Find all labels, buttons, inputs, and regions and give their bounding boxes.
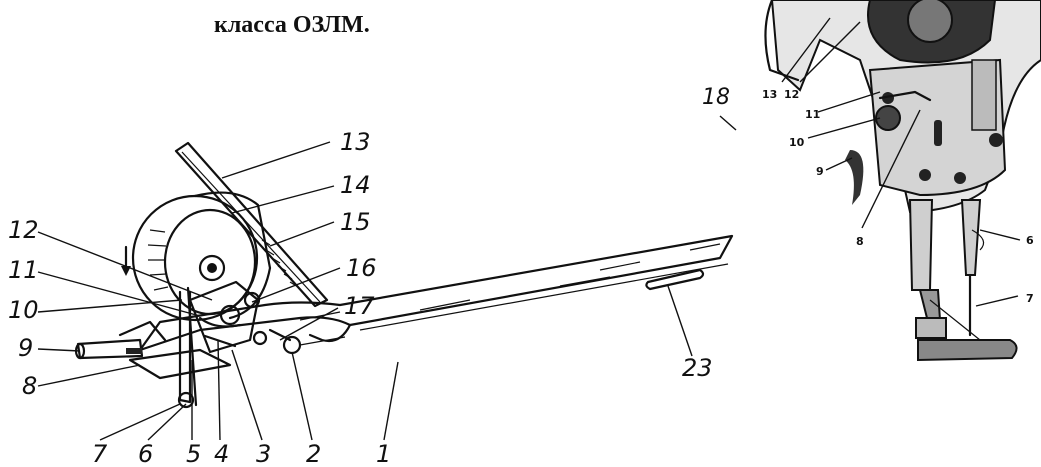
label-6-left: 6 <box>138 440 153 467</box>
label-9-left: 9 <box>18 334 33 362</box>
left-figure-drawing <box>74 141 734 409</box>
label-1-left: 1 <box>376 440 391 467</box>
right-figure-drawing <box>764 0 1041 362</box>
label-10-right: 10 <box>789 136 805 149</box>
label-16-left: 16 <box>346 254 377 282</box>
label-15-left: 15 <box>340 208 371 236</box>
vertical-post <box>178 290 192 404</box>
right-labels: 13 12 11 10 9 8 6 7 18 <box>702 85 1034 305</box>
label-13-right: 13 <box>762 88 777 101</box>
label-17-left: 17 <box>344 292 375 320</box>
label-23-left: 23 <box>682 354 713 382</box>
diagram-title: класса ОЗЛМ. <box>214 12 370 38</box>
label-12-left: 12 <box>8 216 39 244</box>
label-3-left: 3 <box>256 440 271 467</box>
label-12-right: 12 <box>784 88 799 101</box>
label-8-right: 8 <box>856 235 864 248</box>
left-leader-lines <box>37 141 693 441</box>
label-11-right: 11 <box>805 108 820 121</box>
bracket <box>188 280 260 354</box>
label-14-left: 14 <box>340 171 371 199</box>
label-11-left: 11 <box>8 256 39 284</box>
left-labels: 13 14 15 16 17 12 11 10 9 8 7 6 5 4 3 2 … <box>8 128 713 467</box>
label-8-left: 8 <box>22 372 37 400</box>
label-4-left: 4 <box>214 440 229 467</box>
pin-rod <box>76 338 144 360</box>
label-7-left: 7 <box>92 440 108 467</box>
label-13-left: 13 <box>340 128 371 156</box>
label-6-right: 6 <box>1026 234 1034 247</box>
label-10-left: 10 <box>8 296 39 324</box>
label-2-left: 2 <box>306 440 321 467</box>
label-5-left: 5 <box>186 440 201 467</box>
label-18-right: 18 <box>702 85 730 110</box>
label-9-right: 9 <box>816 165 824 178</box>
guide-rod <box>174 141 329 308</box>
label-7-right: 7 <box>1026 292 1034 305</box>
guide-plate <box>138 234 734 352</box>
right-leader-lines <box>719 17 1021 307</box>
plate-slot <box>645 268 705 291</box>
